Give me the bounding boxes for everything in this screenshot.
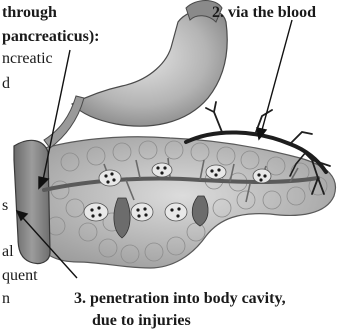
route-3-label: 3. penetration into body cavity, xyxy=(74,291,286,307)
route-1-text-fragment: al xyxy=(2,244,14,260)
route-1-text-fragment: ncreatic xyxy=(2,51,53,67)
route-3-label-line-2: due to injuries xyxy=(92,313,191,329)
pancreas-shape xyxy=(29,137,335,268)
stomach-shape xyxy=(72,9,227,126)
route-1-text-fragment: n xyxy=(2,291,10,307)
arrow-route-2 xyxy=(257,20,292,139)
route-1-subheading: pancreaticus): xyxy=(2,29,99,45)
route-1-text-fragment: d xyxy=(2,76,10,92)
route-1-text-fragment: s xyxy=(2,198,8,214)
route-1-heading: through xyxy=(2,5,57,21)
duodenum-shape xyxy=(14,140,50,263)
bile-duct-shape xyxy=(44,96,84,148)
route-1-text-fragment: quent xyxy=(2,268,38,284)
route-2-label: 2. via the blood xyxy=(212,5,316,21)
